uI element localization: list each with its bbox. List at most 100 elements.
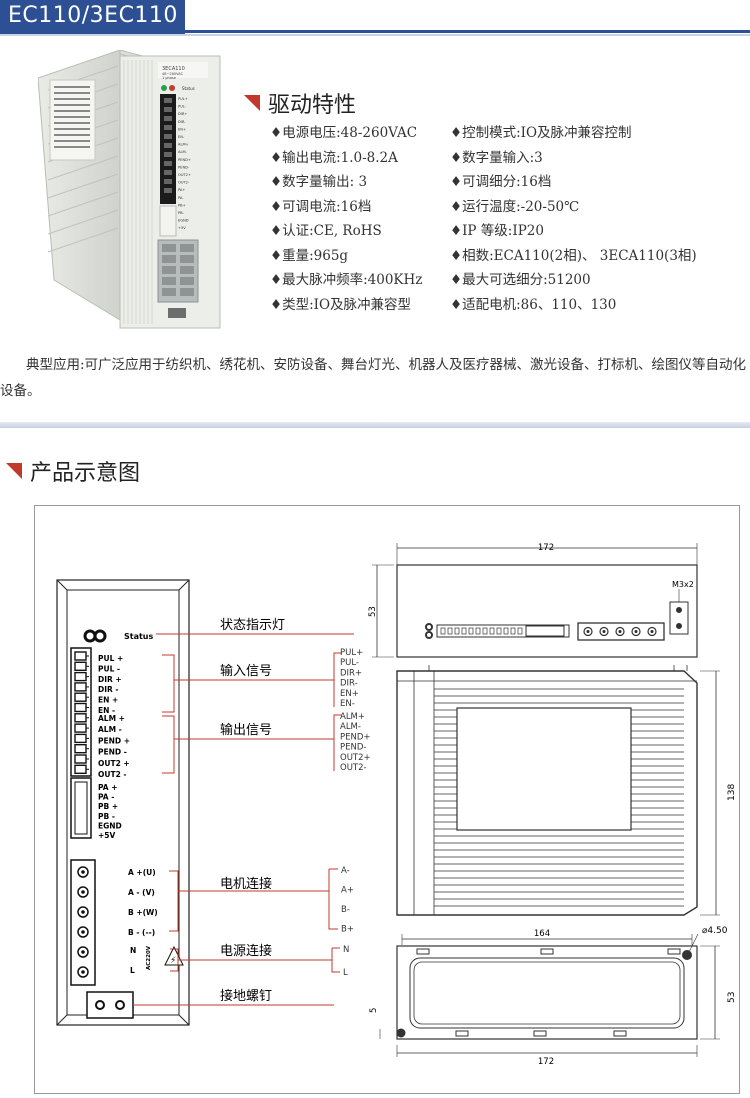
heading-marker-icon [6,463,22,479]
input-pin-label: EN - [98,706,115,715]
callout-ground: 接地螺钉 [220,988,272,1004]
ground-screw [86,991,134,1019]
signal-output-label: PEND+ [340,732,371,742]
power-wire-label: N [343,945,349,955]
side-view [396,665,720,916]
feature-item: ♦输出电流:1.0-8.2A [270,149,398,166]
photo-pin-label: OUT2+ [178,173,191,177]
bottom-view [379,933,720,1057]
ground-screw-icon [168,308,186,318]
power-wire-label: L [343,968,348,978]
terminal-pin-icon [74,651,87,661]
motor-wire-label: B+ [341,925,354,935]
signal-input-label: DIR+ [340,668,362,678]
product-heading: 产品示意图 [6,455,140,487]
feature-item: ♦重量:965g [270,247,349,264]
power-note: AC220V [146,945,152,970]
motor-pin-label: A - (V) [128,888,155,897]
features-heading: 驱动特性 [244,87,356,119]
signal-input-label: EN- [340,699,355,709]
application-text: 典型应用:可广泛应用于纺织机、绣花机、安防设备、舞台灯光、机器人及医疗器械、激光… [0,357,747,399]
dim-hole: ⌀4.50 [702,926,728,936]
feature-row: ♦数字量输出: 3♦可调细分:16档 [270,170,740,195]
photo-pin-label: PA- [178,196,184,200]
motor-wire-label: A+ [341,886,354,896]
photo-label-other: 1 phase [162,76,176,80]
features-title: 驱动特性 [268,93,357,118]
terminal-pin-icon [74,754,87,764]
encoder-pin-label: PB - [98,812,115,821]
photo-pin-label: OUT2- [178,181,190,185]
status-led-icon [93,629,107,643]
output-pin-label: ALM - [98,725,122,734]
signal-output-label: PEND- [340,743,366,753]
output-pin-label: OUT2 - [98,770,127,779]
front-panel: Status PUL +PUL -DIR +DIR -EN +EN -ALM +… [56,579,190,1026]
screw-icon [95,1000,105,1010]
photo-pin-label: PEND- [178,165,190,169]
motor-pin-label: B +(W) [128,908,158,917]
section-separator [0,422,750,428]
photo-pin-label: ALM+ [178,143,189,147]
terminal-pin-icon [74,671,87,682]
photo-status-label: Status [182,86,195,91]
encoder-pin-label: PB + [98,802,118,811]
terminal-pin-icon [74,692,87,702]
input-pin-label: PUL + [98,654,123,663]
signal-input-label: PUL- [340,658,359,668]
feature-item: ♦电源电压:48-260VAC [270,125,418,141]
feature-item: ♦最大脉冲频率:400KHz [270,272,423,288]
feature-row: ♦输出电流:1.0-8.2A♦数字量输入:3 [270,146,740,171]
feature-item: ♦可调电流:16档 [270,198,372,215]
encoder-pin-label: +5V [98,831,116,840]
photo-pin-label: PB- [178,211,185,215]
output-pin-label: PEND - [98,748,127,757]
signal-connector [160,94,176,204]
signal-input-label: PUL+ [340,648,363,658]
photo-pin-label: EN+ [178,127,186,131]
feature-item: ♦IP 等级:IP20 [450,223,544,239]
product-photo: 3ECA110 48~260VAC 1 phase Status PUL+PUL… [38,50,221,329]
model-tab: EC110/3EC110 [0,0,185,34]
feature-row: ♦电源电压:48-260VAC♦控制模式:IO及脉冲兼容控制 [270,121,740,146]
dim-side-height: 138 [727,784,737,801]
signal-input-label: EN+ [340,689,359,699]
signal-input-label: DIR- [340,679,358,689]
feature-item: ♦运行温度:-20-50℃ [450,198,580,215]
photo-pin-label: +5V [178,226,186,230]
input-pin-label: EN + [98,696,118,705]
top-view [372,543,698,658]
callout-output: 输出信号 [220,722,272,738]
feature-row: ♦类型:IO及脉冲兼容型♦适配电机:86、110、130 [270,293,740,318]
feature-item: ♦可调细分:16档 [450,174,552,190]
photo-pin-label: DIR+ [178,112,187,116]
callout-power: 电源连接 [220,943,272,959]
feature-row: ♦最大脉冲频率:400KHz♦最大可选细分:51200 [270,268,740,293]
photo-pin-label: PUL+ [178,97,188,101]
product-title: 产品示意图 [30,461,141,486]
feature-item: ♦适配电机:86、110、130 [450,296,617,313]
terminal-pin-icon [74,733,87,744]
encoder-pin-label: PA + [98,783,118,792]
photo-pin-label: EN- [178,135,185,139]
callout-motor: 电机连接 [220,876,272,892]
callout-input: 输入信号 [220,663,272,679]
power-pin-label: N [130,946,136,955]
output-pin-label: ALM + [98,714,125,723]
photo-pin-label: PEND+ [178,158,191,162]
signal-output-label: ALM- [340,722,361,732]
product-diagram: Status PUL +PUL -DIR +DIR -EN +EN -ALM +… [56,543,737,1067]
feature-row: ♦认证:CE, RoHS♦IP 等级:IP20 [270,219,740,244]
signal-output-label: OUT2- [340,763,367,773]
screw-icon [115,1000,125,1010]
terminal-pin-icon [74,723,87,733]
status-led-red-icon [169,85,175,91]
heading-marker-icon [244,95,260,111]
diagram-frame [34,505,740,1094]
dim-bottom-height: 53 [727,992,737,1003]
motor-wire-label: B- [341,905,350,915]
dim-bottom-width: 164 [534,929,550,939]
terminal-pin-icon [74,764,87,774]
terminal-pin-icon [74,702,87,713]
terminal-pin-icon [74,713,87,723]
